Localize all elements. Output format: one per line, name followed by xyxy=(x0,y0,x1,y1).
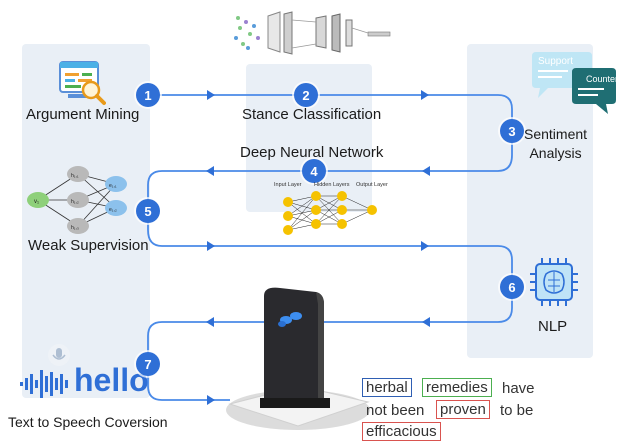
step-1-badge: 1 xyxy=(136,83,160,107)
chip-brain-icon xyxy=(524,254,584,310)
step-5-badge: 5 xyxy=(136,199,160,223)
step-7-badge: 7 xyxy=(136,352,160,376)
step-4-badge: 4 xyxy=(302,159,326,183)
sound-wave-icon xyxy=(20,368,74,400)
support-bubble-text: Support xyxy=(538,56,573,67)
sentence-word-remedies: remedies xyxy=(422,378,492,397)
counter-bubble-text: Counter xyxy=(586,74,618,84)
nn-input-layer-label: Input Layer xyxy=(274,182,302,188)
speech-bubbles-icon: Support Counter xyxy=(526,50,618,126)
step-2-badge: 2 xyxy=(294,83,318,107)
step-6-badge: 6 xyxy=(500,275,524,299)
cnn-architecture-icon xyxy=(228,8,396,58)
sentence-word-herbal: herbal xyxy=(362,378,412,397)
nn-hidden-layers-label: Hidden Layers xyxy=(314,182,350,188)
step-3-label-line-1: Sentiment xyxy=(524,126,588,142)
step-7-label: Text to Speech Coversion xyxy=(8,414,168,430)
sentence-word-to-be: to be xyxy=(500,402,534,419)
step-4-label: Deep Neural Network xyxy=(240,144,384,161)
node-h12: h₁,₂ xyxy=(71,199,79,205)
step-2-label: Stance Classification xyxy=(242,106,382,123)
node-e12: e₁,₂ xyxy=(109,207,117,213)
step-6-label: NLP xyxy=(538,318,568,335)
sentence-word-efficacious: efficacious xyxy=(362,422,441,441)
node-h11: h₁,₁ xyxy=(71,173,79,179)
step-3-badge: 3 xyxy=(500,119,524,143)
sentence-word-have: have xyxy=(502,380,535,397)
argument-mining-icon xyxy=(58,60,106,106)
weak-supervision-graph-icon: v₁ h₁,₁ h₁,₂ h₁,₃ e₁,₁ e₁,₂ xyxy=(24,160,136,240)
step-3-label: Sentiment Analysis xyxy=(524,125,587,163)
node-e11: e₁,₁ xyxy=(109,183,117,189)
node-v1: v₁ xyxy=(34,199,39,205)
node-h13: h₁,₃ xyxy=(71,225,79,231)
microphone-icon xyxy=(40,343,78,367)
nn-output-layer-label: Output Layer xyxy=(356,182,388,188)
neural-network-icon: Input Layer Hidden Layers Output Layer xyxy=(272,180,396,240)
smart-speaker-device xyxy=(220,286,370,436)
sentence-word-proven: proven xyxy=(436,400,490,419)
sentence-word-not-been: not been xyxy=(366,402,425,419)
step-1-label: Argument Mining xyxy=(26,106,140,123)
step-5-label: Weak Supervision xyxy=(28,237,149,254)
step-3-label-line-2: Analysis xyxy=(529,145,582,161)
